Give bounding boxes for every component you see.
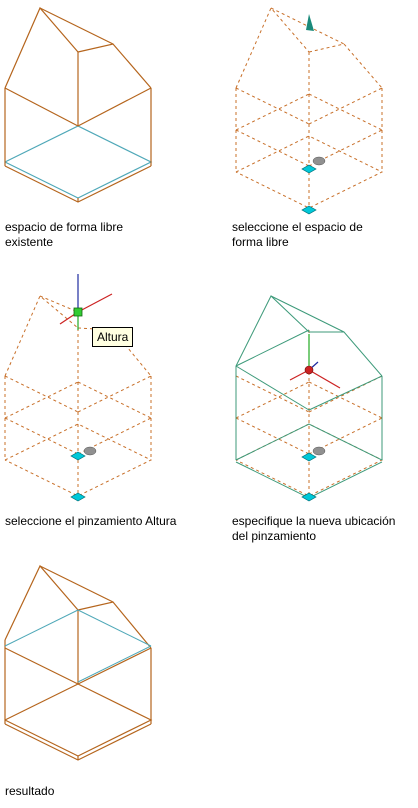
caption-existing: espacio de forma libre existente xyxy=(5,220,123,250)
base-grip-icon[interactable] xyxy=(70,451,86,461)
caption-line: especifique la nueva ubicación xyxy=(232,514,396,528)
base-grip-icon[interactable] xyxy=(301,452,317,462)
caption-line: espacio de forma libre xyxy=(5,220,124,234)
caption-result: resultado xyxy=(5,784,54,799)
caption-select-grip: seleccione el pinzamiento Altura xyxy=(5,514,176,529)
base-bottom-edges xyxy=(4,165,152,203)
ucs-axes-icon xyxy=(289,334,341,389)
result-inner-lines xyxy=(4,609,152,683)
location-marker-icon xyxy=(312,446,326,456)
bottom-grip-icon[interactable] xyxy=(301,492,317,502)
panel-selected-dashed xyxy=(235,7,384,209)
caption-line: existente xyxy=(5,235,54,249)
wall-edge-front xyxy=(4,87,79,127)
tooltip-label: Altura xyxy=(97,330,129,344)
bottom-grip-icon[interactable] xyxy=(70,492,86,502)
ucs-axes-icon xyxy=(59,274,113,330)
caption-line: resultado xyxy=(5,784,55,798)
height-grip-tooltip: Altura xyxy=(92,327,134,347)
location-marker-icon xyxy=(312,156,326,166)
panel-height-grip xyxy=(4,295,153,497)
base-grip-icon[interactable] xyxy=(301,164,317,174)
moving-grip-icon[interactable] xyxy=(304,365,314,375)
cursor-icon xyxy=(306,14,314,31)
roof-gable xyxy=(4,6,79,89)
panel-result xyxy=(4,564,153,761)
caption-new-location: especifique la nueva ubicación del pinza… xyxy=(232,514,395,544)
location-marker-icon xyxy=(83,446,97,456)
caption-line: forma libre xyxy=(232,235,289,249)
panel-existing-solid xyxy=(4,6,153,203)
caption-line: del pinzamiento xyxy=(232,529,317,543)
preview-solid xyxy=(235,295,383,499)
caption-line: seleccione el pinzamiento Altura xyxy=(5,514,177,528)
caption-line: seleccione el espacio de xyxy=(232,220,363,234)
bottom-grip-icon[interactable] xyxy=(301,205,317,215)
height-grip-icon[interactable] xyxy=(73,307,83,317)
caption-select-space: seleccione el espacio de forma libre xyxy=(232,220,363,250)
floor-slab xyxy=(4,125,153,199)
roof-ridge xyxy=(39,7,114,45)
